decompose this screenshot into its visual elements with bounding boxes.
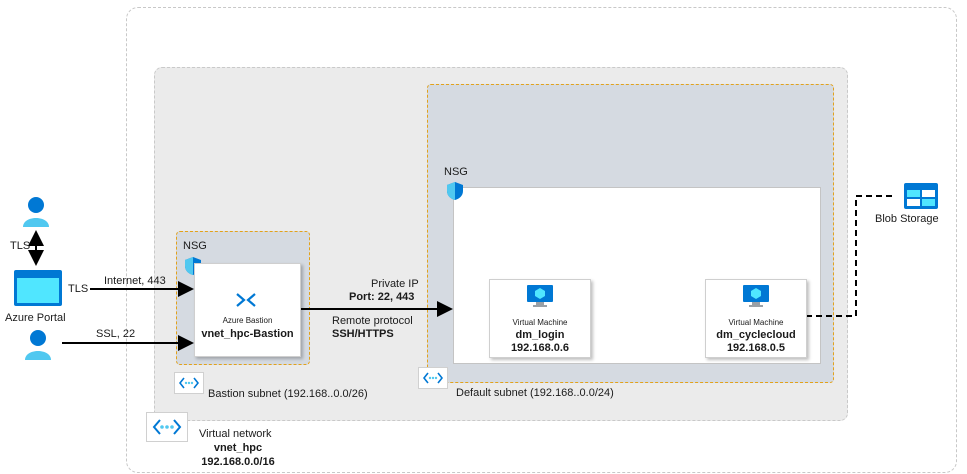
- vm-card-dm-login: Virtual Machine dm_login 192.168.0.6: [489, 279, 591, 358]
- vnet-name: vnet_hpc: [213, 442, 263, 454]
- internet-label: Internet, 443: [104, 275, 166, 287]
- bottom-user-icon: [24, 329, 52, 366]
- ssh-https-label: SSH/HTTPS: [332, 328, 394, 340]
- virtual-machine-icon: [526, 284, 554, 313]
- ssl-label: SSL, 22: [96, 328, 136, 340]
- default-subnet-label: Default subnet (192.168..0.0/24): [456, 387, 614, 399]
- virtual-network-icon: [146, 412, 188, 442]
- vm-card-dm-cyclecloud: Virtual Machine dm_cyclecloud 192.168.0.…: [705, 279, 807, 358]
- default-nsg-shield-icon: [446, 181, 464, 206]
- vm-ip: 192.168.0.5: [726, 342, 786, 354]
- blob-storage-label: Blob Storage: [875, 213, 939, 225]
- vm-type-label: Virtual Machine: [512, 318, 568, 327]
- vm-ip: 192.168.0.6: [510, 342, 570, 354]
- outer-boundary: [126, 7, 957, 473]
- bastion-subnet-icon: [174, 372, 204, 394]
- port-label: Port: 22, 443: [349, 291, 415, 303]
- tls-vertical-label: TLS: [10, 240, 31, 252]
- bastion-nsg-label: NSG: [183, 240, 207, 252]
- virtual-machine-icon: [742, 284, 770, 313]
- default-subnet-icon: [418, 367, 448, 389]
- bastion-service-label: Azure Bastion: [222, 316, 273, 325]
- vm-name: dm_login: [515, 329, 565, 341]
- storage-dashed-link: [806, 195, 896, 317]
- vm-type-label: Virtual Machine: [728, 318, 784, 327]
- bastion-subnet-label: Bastion subnet (192.168..0.0/26): [208, 388, 368, 400]
- azure-portal-label: Azure Portal: [5, 312, 66, 324]
- blob-storage-icon: [904, 183, 938, 214]
- tls-horizontal-label: TLS: [68, 283, 89, 295]
- default-nsg-label: NSG: [444, 166, 468, 178]
- bastion-icon: [233, 290, 259, 315]
- private-ip-label: Private IP: [371, 278, 419, 290]
- vm-name: dm_cyclecloud: [716, 329, 796, 341]
- top-user-icon: [22, 196, 50, 233]
- browser-window-icon: [14, 270, 62, 311]
- bastion-card: Azure Bastion vnet_hpc-Bastion: [194, 263, 301, 357]
- bastion-name: vnet_hpc-Bastion: [201, 328, 294, 340]
- vnet-type-label: Virtual network: [199, 428, 272, 440]
- remote-protocol-label: Remote protocol: [332, 315, 413, 327]
- vnet-cidr: 192.168.0.0/16: [201, 456, 275, 468]
